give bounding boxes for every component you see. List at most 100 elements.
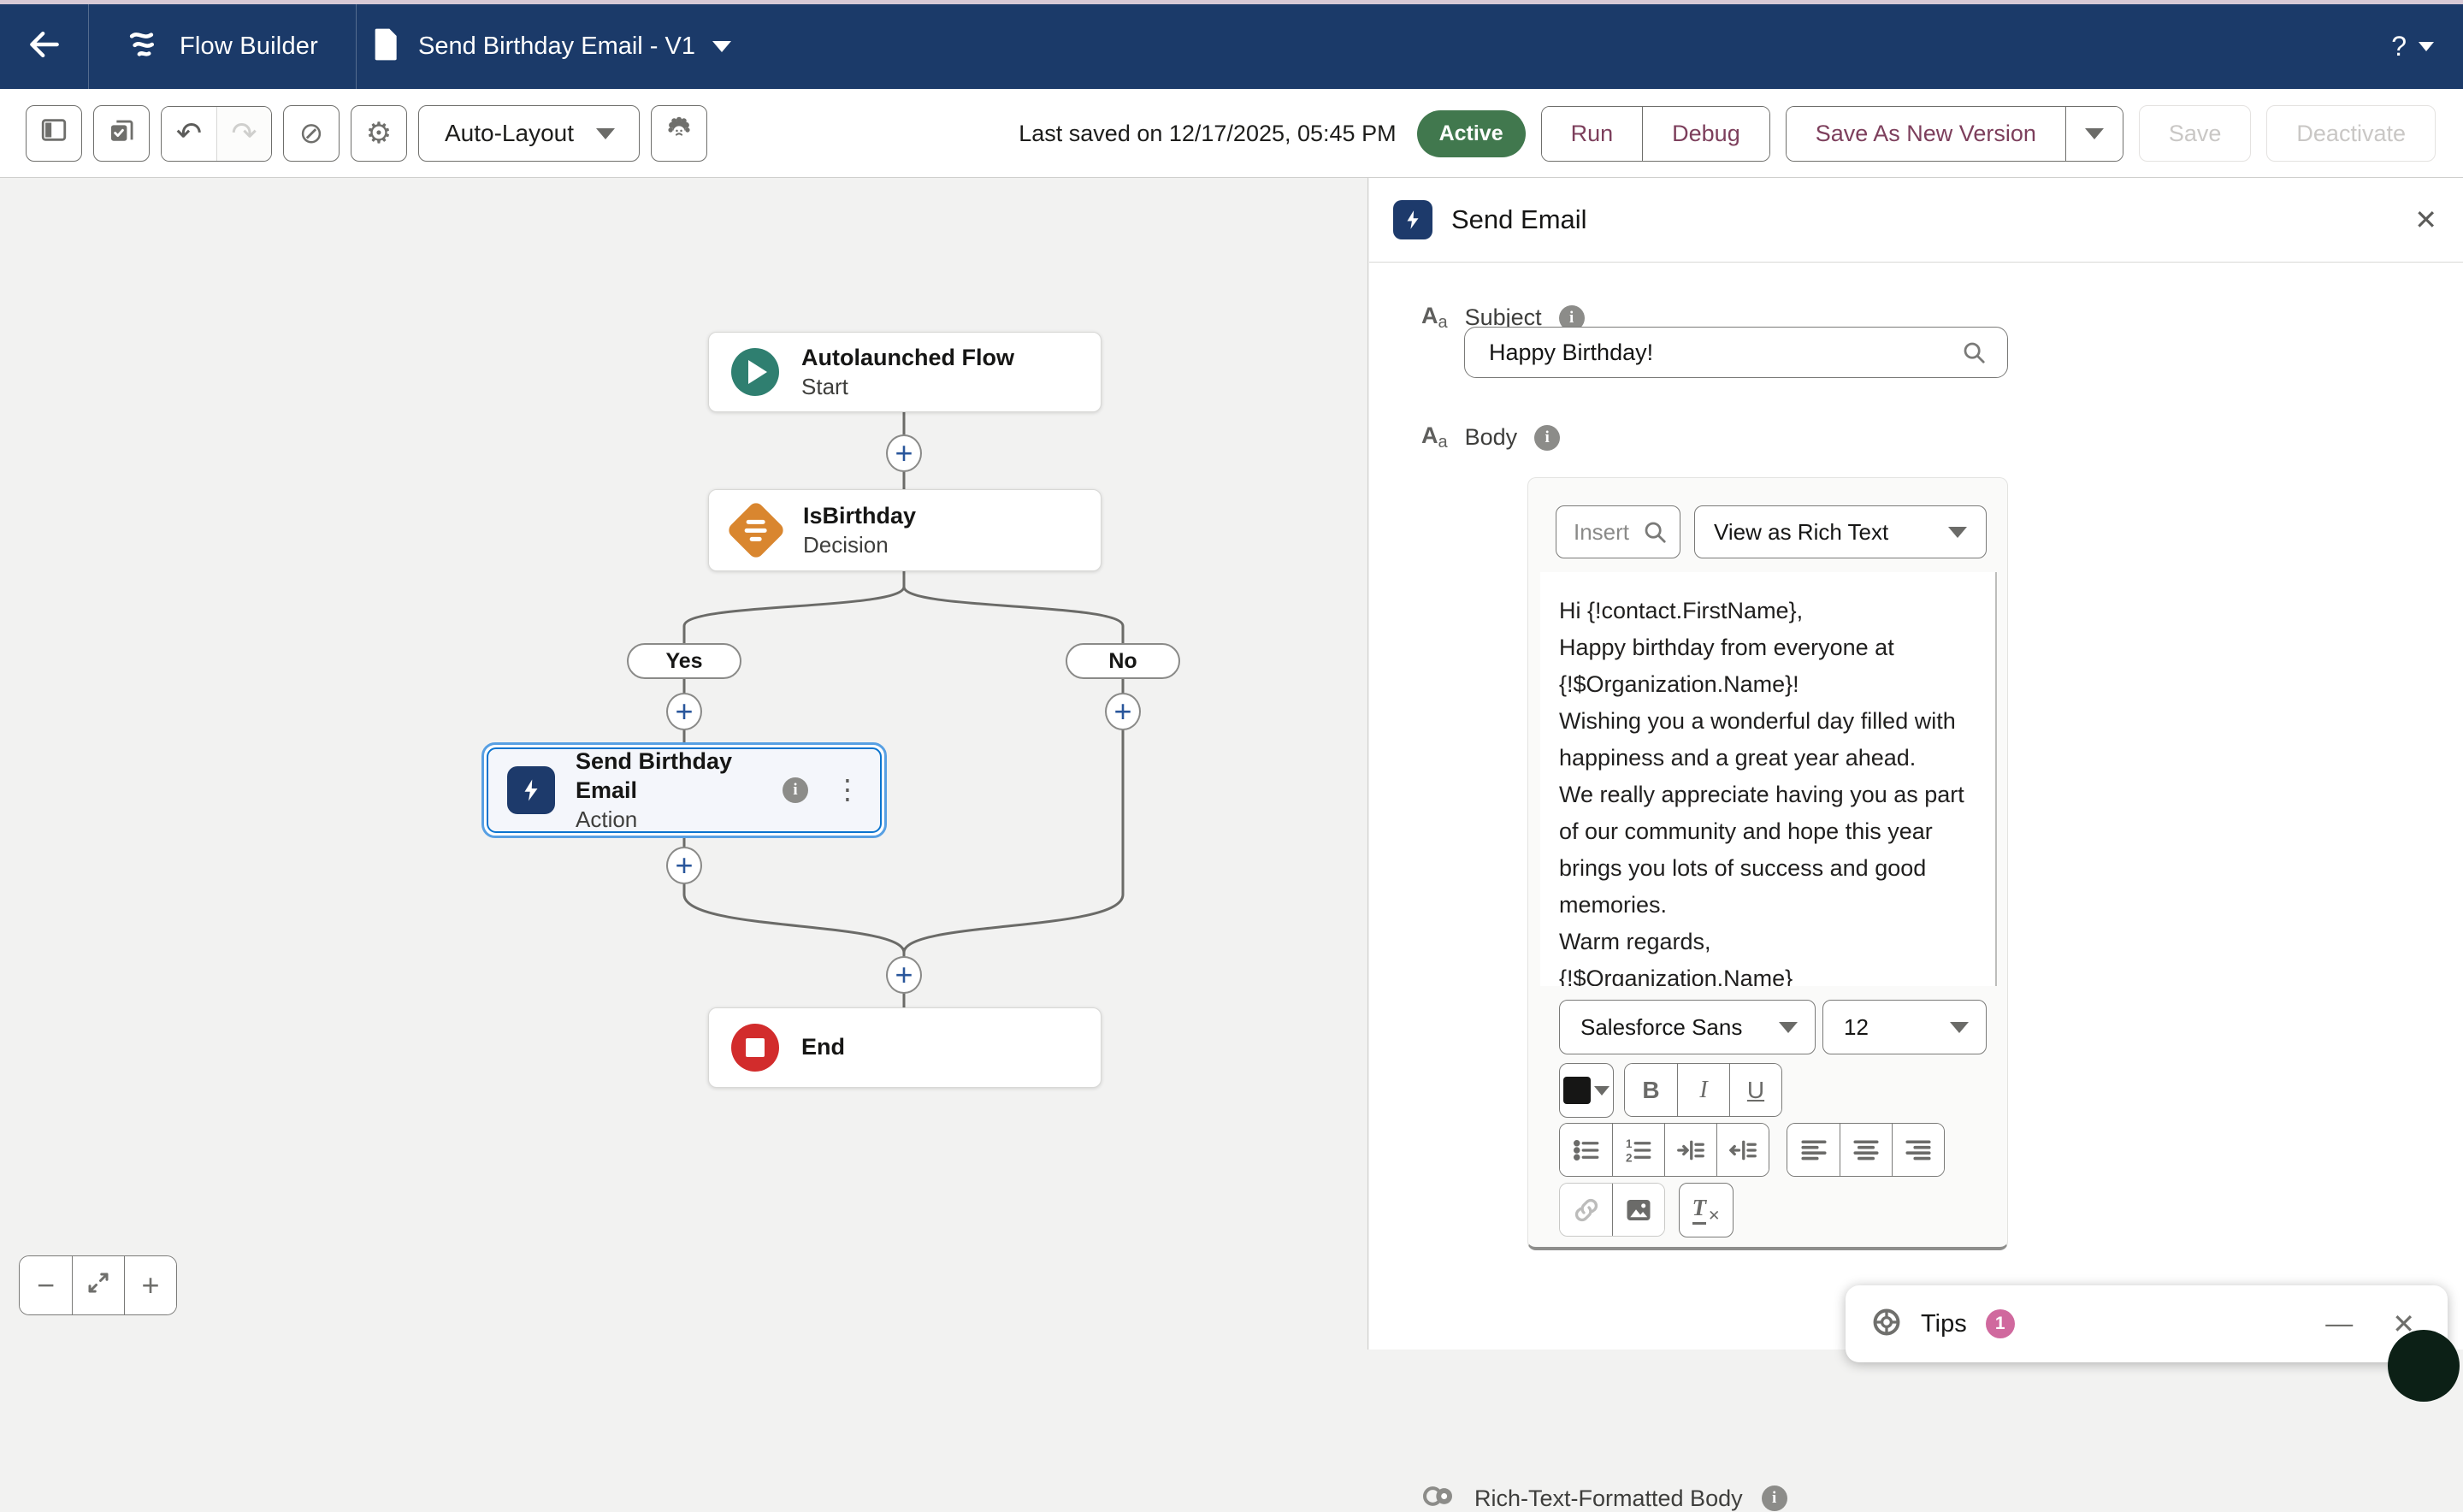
undo-button[interactable]: ↶ [162,106,216,161]
action-node[interactable]: Send Birthday Email Action i ⋮ [487,747,882,833]
font-family-caret-icon [1779,1021,1798,1033]
align-right-button[interactable] [1892,1124,1944,1176]
text-color-button[interactable] [1559,1063,1614,1118]
action-node-text: Send Birthday Email Action [576,747,762,833]
align-group [1787,1123,1945,1177]
body-line: Hi {!contact.FirstName}, [1559,598,1804,623]
end-node[interactable]: End [708,1007,1102,1088]
font-family-select[interactable]: Salesforce Sans [1559,1000,1816,1054]
clipboard-check-icon [107,115,136,152]
panel-lightning-icon [1393,200,1432,239]
add-element-button[interactable]: + [666,693,702,730]
outdent-button[interactable] [1716,1124,1769,1176]
flow-tab-label: Send Birthday Email - V1 [418,32,695,60]
zoom-fit-button[interactable] [72,1256,124,1314]
subject-search-icon[interactable] [1961,340,1987,365]
flow-version-caret-icon[interactable] [712,41,731,52]
add-element-button[interactable]: + [666,847,702,884]
flow-settings-button[interactable]: ⚙ [351,105,407,162]
rich-text-toggle-label[interactable]: Rich-Text-Formatted Body [1474,1485,1743,1511]
app-home[interactable]: Flow Builder [89,4,357,89]
action-node-title: Send Birthday Email [576,748,733,803]
save-button[interactable]: Save [2138,105,2252,162]
font-size-select[interactable]: 12 [1822,1000,1987,1054]
panel-close-icon[interactable]: ✕ [2414,204,2437,235]
action-info-icon[interactable]: i [783,777,808,803]
outdent-icon [1729,1140,1757,1160]
panel-header: Send Email ✕ [1369,178,2463,263]
bulleted-list-button[interactable] [1560,1124,1612,1176]
clear-formatting-button[interactable]: T✕ [1679,1183,1734,1237]
subject-input[interactable] [1465,328,1961,377]
add-element-button[interactable]: + [886,956,922,994]
view-mode-value: View as Rich Text [1714,518,1889,545]
underline-button[interactable]: U [1729,1064,1781,1116]
bold-icon: B [1642,1076,1660,1103]
zoom-out-button[interactable]: − [20,1256,72,1314]
toggle-toolbox-button[interactable] [26,105,82,162]
action-menu-icon[interactable]: ⋮ [834,774,861,806]
start-node[interactable]: Autolaunched Flow Start [708,332,1102,412]
back-button[interactable] [0,4,89,89]
bold-button[interactable]: B [1625,1064,1677,1116]
redo-button[interactable]: ↷ [216,106,271,161]
einstein-icon [664,115,694,152]
expand-icon [86,1267,111,1303]
body-line: We really appreciate having you as part … [1559,782,1964,918]
debug-button[interactable]: Debug [1642,106,1769,161]
font-size-value: 12 [1844,1013,1869,1040]
text-type-icon: Aa [1421,422,1448,452]
start-node-title: Autolaunched Flow [801,344,1014,370]
link-image-group [1559,1183,1665,1237]
subject-info-icon[interactable]: i [1558,304,1585,331]
layout-select-value: Auto-Layout [445,120,574,146]
error-check-button[interactable]: ⊘ [283,105,340,162]
select-elements-button[interactable] [93,105,150,162]
rich-text-toggle-info-icon[interactable]: i [1761,1485,1787,1511]
italic-button[interactable]: I [1677,1064,1729,1116]
decision-node-title: IsBirthday [803,502,917,529]
add-element-button[interactable]: + [1105,693,1141,730]
toggle-icon [1421,1485,1456,1512]
panel-title: Send Email [1451,204,1587,234]
add-element-button[interactable]: + [886,434,922,472]
indent-button[interactable] [1664,1124,1716,1176]
run-button[interactable]: Run [1541,106,1643,161]
svg-text:1: 1 [1626,1137,1633,1150]
tips-minimize-icon[interactable]: — [2325,1308,2354,1338]
panel-toggle-icon [39,115,68,152]
save-options-button[interactable] [2064,106,2123,161]
send-email-panel: Send Email ✕ Aa Subject i Aa Body i A In… [1369,178,2463,1511]
action-node-selected[interactable]: Send Birthday Email Action i ⋮ [481,742,887,838]
subject-input-wrap [1464,327,2008,378]
body-info-icon[interactable]: i [1534,424,1561,451]
branch-label-no[interactable]: No [1066,643,1180,679]
insert-link-button[interactable] [1560,1184,1612,1236]
end-stop-icon [731,1024,779,1072]
flow-canvas[interactable]: Autolaunched Flow Start IsBirthday Decis… [0,178,1368,1350]
insert-resource-input[interactable]: Insert a [1556,505,1680,558]
decision-node[interactable]: IsBirthday Decision [708,489,1102,571]
align-center-button[interactable] [1840,1124,1892,1176]
link-icon [1574,1198,1598,1221]
font-family-value: Salesforce Sans [1580,1013,1743,1040]
help-label: ? [2391,31,2407,62]
layout-select[interactable]: Auto-Layout [418,105,640,162]
align-left-button[interactable] [1787,1124,1840,1176]
deactivate-button[interactable]: Deactivate [2266,105,2436,162]
help-fab[interactable] [2388,1330,2460,1402]
view-mode-select[interactable]: View as Rich Text [1694,505,1987,558]
zoom-in-button[interactable]: + [124,1256,176,1314]
flow-tab[interactable]: Send Birthday Email - V1 [338,4,765,89]
save-as-new-version-button[interactable]: Save As New Version [1786,106,2065,161]
body-text-area[interactable]: Hi {!contact.FirstName}, Happy birthday … [1540,572,1997,986]
align-right-icon [1905,1139,1931,1160]
toolbar-left-cluster: ↶ ↷ ⊘ ⚙ Auto-Layout [26,89,707,178]
insert-image-button[interactable] [1612,1184,1664,1236]
text-color-caret-icon [1594,1085,1610,1096]
help-menu[interactable]: ? [2391,4,2434,89]
einstein-button[interactable] [651,105,707,162]
branch-label-yes[interactable]: Yes [627,643,741,679]
